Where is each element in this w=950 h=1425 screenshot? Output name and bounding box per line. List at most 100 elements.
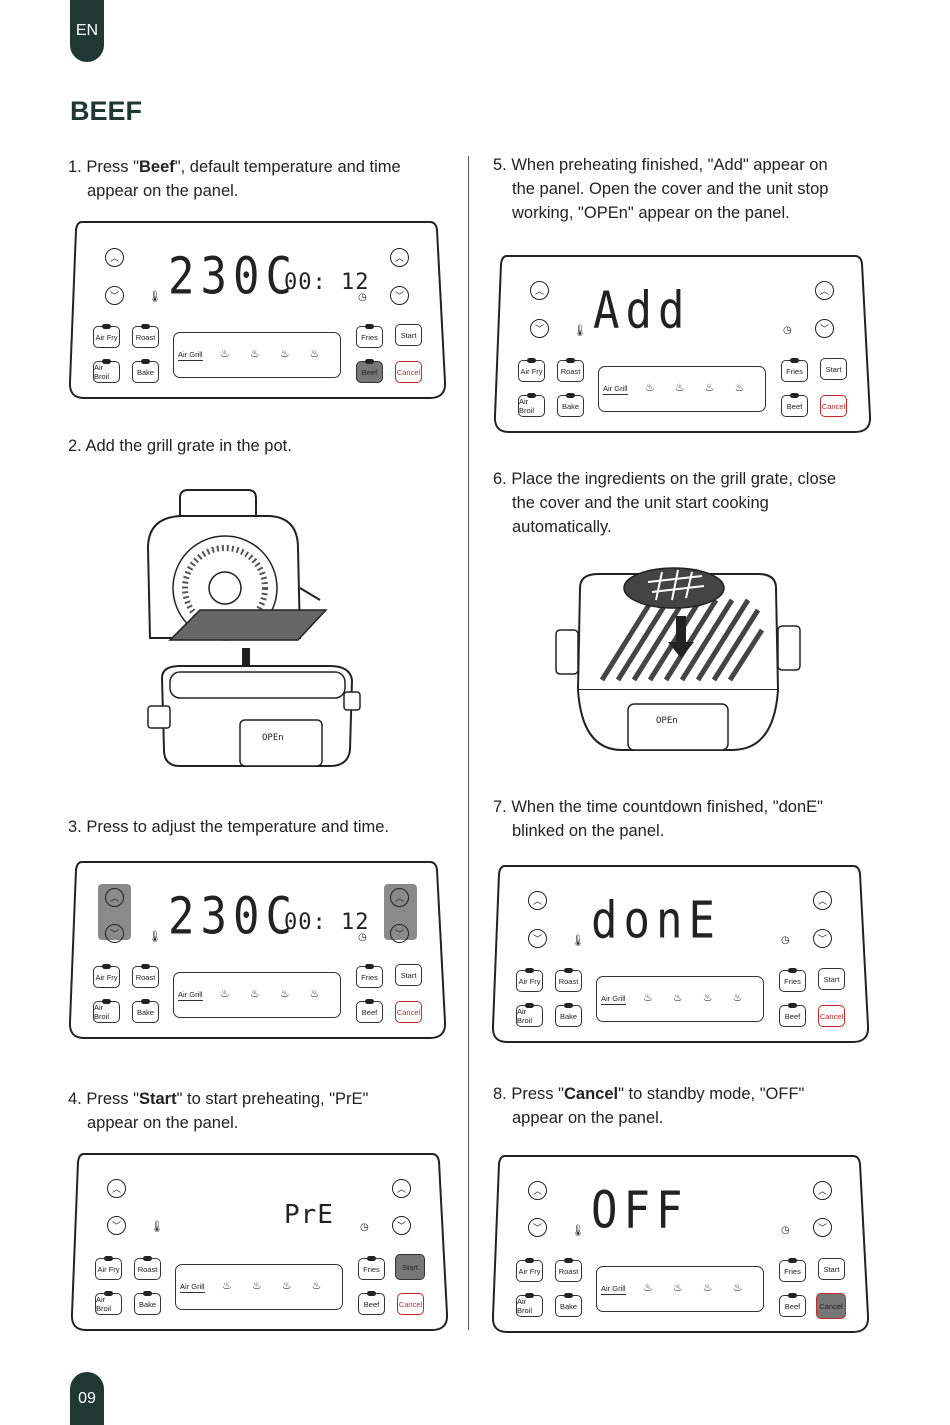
step-text: Add the grill grate in the pot.	[85, 437, 292, 455]
fries-button[interactable]: Fries	[358, 1256, 385, 1280]
fries-button[interactable]: Fries	[779, 1258, 806, 1282]
clock-icon: ◷	[358, 932, 367, 943]
start-button[interactable]: Start	[820, 358, 847, 380]
lcd-main-display: OFF	[591, 1181, 689, 1241]
air-broil-button[interactable]: Air Broil	[516, 1293, 543, 1317]
beef-button[interactable]: Beef	[356, 999, 383, 1023]
air-fry-button[interactable]: Air Fry	[516, 1258, 543, 1282]
air-grill-strip[interactable]: Air Grill♨♨♨♨	[173, 332, 341, 378]
start-button[interactable]: Start	[395, 964, 422, 986]
time-up-icon[interactable]: ︿	[390, 888, 409, 907]
beef-button[interactable]: Beef	[356, 359, 383, 383]
fries-button[interactable]: Fries	[356, 324, 383, 348]
button-label: Roast	[135, 332, 156, 342]
air-broil-button[interactable]: Air Broil	[518, 393, 545, 417]
button-label: Air Broil	[94, 1003, 110, 1021]
air-fry-button[interactable]: Air Fry	[95, 1256, 122, 1280]
panel-outline	[70, 1153, 448, 1331]
cancel-button[interactable]: Cancel	[397, 1293, 424, 1315]
air-broil-button[interactable]: Air Broil	[93, 999, 120, 1023]
air-grill-strip[interactable]: Air Grill♨♨♨♨	[596, 976, 764, 1022]
fries-button[interactable]: Fries	[356, 964, 383, 988]
temp-up-icon[interactable]: ︿	[530, 281, 549, 300]
time-up-icon[interactable]: ︿	[813, 891, 832, 910]
temp-down-icon[interactable]: ﹀	[530, 319, 549, 338]
cancel-button[interactable]: Cancel	[395, 361, 422, 383]
fries-button[interactable]: Fries	[781, 358, 808, 382]
air-broil-button[interactable]: Air Broil	[95, 1291, 122, 1315]
step-7-text: 7. When the time countdown finished, "do…	[493, 795, 893, 843]
temp-up-icon[interactable]: ︿	[105, 248, 124, 267]
step-text: When the time countdown finished, "donE"	[511, 798, 824, 816]
air-grill-strip[interactable]: Air Grill♨♨♨♨	[173, 972, 341, 1018]
air-grill-strip[interactable]: Air Grill♨♨♨♨	[175, 1264, 343, 1310]
start-button[interactable]: Start	[818, 968, 845, 990]
time-up-icon[interactable]: ︿	[815, 281, 834, 300]
air-grill-strip[interactable]: Air Grill♨♨♨♨	[596, 1266, 764, 1312]
time-down-icon[interactable]: ﹀	[813, 929, 832, 948]
bake-button[interactable]: Bake	[134, 1291, 161, 1315]
air-fry-button[interactable]: Air Fry	[93, 324, 120, 348]
cancel-button[interactable]: Cancel	[820, 395, 847, 417]
cancel-button[interactable]: Cancel	[818, 1005, 845, 1027]
button-label: Roast	[135, 972, 156, 982]
time-down-icon[interactable]: ﹀	[392, 1216, 411, 1235]
start-button[interactable]: Start	[395, 1254, 425, 1280]
roast-button[interactable]: Roast	[134, 1256, 161, 1280]
temp-down-icon[interactable]: ﹀	[528, 1218, 547, 1237]
bake-button[interactable]: Bake	[132, 999, 159, 1023]
temp-down-icon[interactable]: ﹀	[105, 286, 124, 305]
thermometer-icon: 🌡	[150, 1221, 164, 1233]
time-down-icon[interactable]: ﹀	[815, 319, 834, 338]
step-number: 7.	[493, 798, 507, 816]
roast-button[interactable]: Roast	[132, 964, 159, 988]
step-text-line2: appear on the panel.	[87, 1114, 239, 1132]
air-broil-button[interactable]: Air Broil	[93, 359, 120, 383]
time-up-icon[interactable]: ︿	[390, 248, 409, 267]
temp-down-icon[interactable]: ﹀	[107, 1216, 126, 1235]
fries-button[interactable]: Fries	[779, 968, 806, 992]
bake-button[interactable]: Bake	[555, 1003, 582, 1027]
bake-button[interactable]: Bake	[555, 1293, 582, 1317]
step-4-text: 4. Press "Start" to start preheating, "P…	[68, 1087, 458, 1135]
button-label: Beef	[784, 1011, 801, 1021]
temp-down-icon[interactable]: ﹀	[105, 924, 124, 943]
air-grill-strip[interactable]: Air Grill♨♨♨♨	[598, 366, 766, 412]
roast-button[interactable]: Roast	[555, 1258, 582, 1282]
start-button[interactable]: Start	[818, 1258, 845, 1280]
air-broil-button[interactable]: Air Broil	[516, 1003, 543, 1027]
bake-button[interactable]: Bake	[132, 359, 159, 383]
start-button[interactable]: Start	[395, 324, 422, 346]
step-text-post: " to start preheating, "PrE"	[176, 1090, 369, 1108]
bake-button[interactable]: Bake	[557, 393, 584, 417]
time-down-icon[interactable]: ﹀	[390, 924, 409, 943]
open-grill-illustration: OPEn	[130, 488, 370, 778]
temp-up-icon[interactable]: ︿	[105, 888, 124, 907]
cancel-button[interactable]: Cancel	[816, 1293, 846, 1319]
temp-up-icon[interactable]: ︿	[528, 891, 547, 910]
roast-button[interactable]: Roast	[557, 358, 584, 382]
roast-button[interactable]: Roast	[132, 324, 159, 348]
beef-button[interactable]: Beef	[358, 1291, 385, 1315]
air-fry-button[interactable]: Air Fry	[93, 964, 120, 988]
time-down-icon[interactable]: ﹀	[813, 1218, 832, 1237]
lcd-time-display: 00: 12	[284, 910, 370, 935]
beef-button[interactable]: Beef	[779, 1293, 806, 1317]
panel-outline	[491, 865, 869, 1043]
cancel-button[interactable]: Cancel	[395, 1001, 422, 1023]
step-text-line2: the panel. Open the cover and the unit s…	[512, 180, 829, 198]
step-bold: Start	[138, 1090, 177, 1108]
air-fry-button[interactable]: Air Fry	[516, 968, 543, 992]
time-down-icon[interactable]: ﹀	[390, 286, 409, 305]
temp-up-icon[interactable]: ︿	[107, 1179, 126, 1198]
roast-button[interactable]: Roast	[555, 968, 582, 992]
step-number: 5.	[493, 156, 507, 174]
temp-down-icon[interactable]: ﹀	[528, 929, 547, 948]
time-up-icon[interactable]: ︿	[392, 1179, 411, 1198]
air-fry-button[interactable]: Air Fry	[518, 358, 545, 382]
beef-button[interactable]: Beef	[779, 1003, 806, 1027]
beef-button[interactable]: Beef	[781, 393, 808, 417]
temp-up-icon[interactable]: ︿	[528, 1181, 547, 1200]
time-up-icon[interactable]: ︿	[813, 1181, 832, 1200]
button-label: Air Broil	[517, 1007, 533, 1025]
